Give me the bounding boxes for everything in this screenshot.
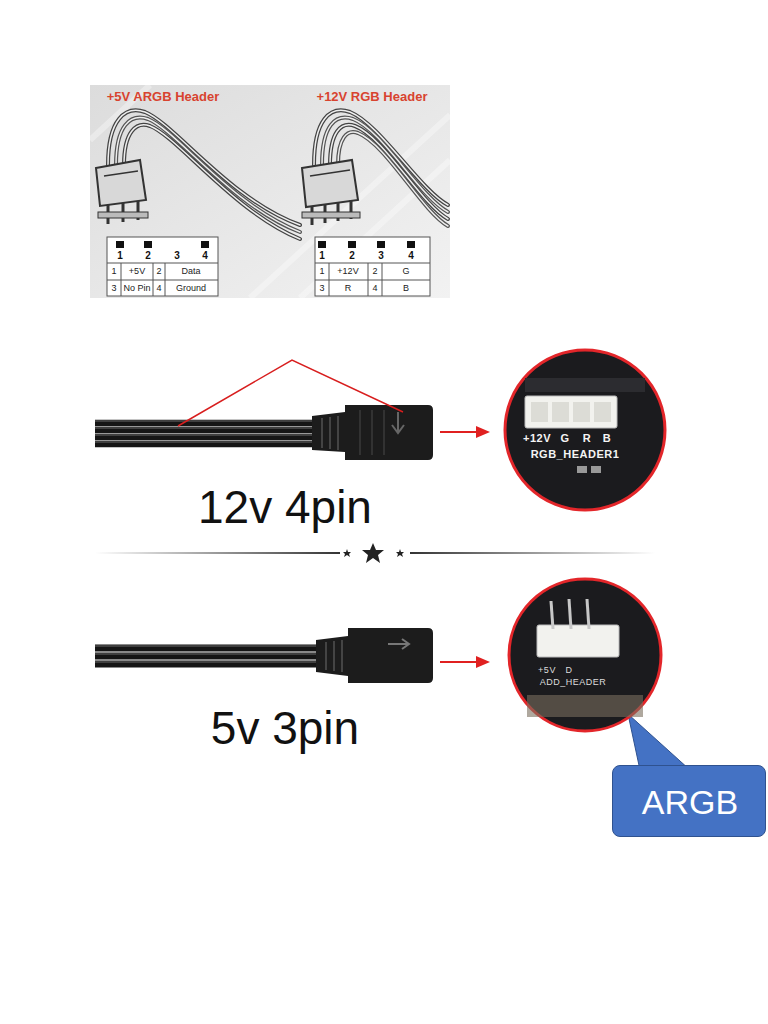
table-cell: Ground [176,284,206,294]
rgb-cable [95,360,433,460]
table-cell: 3 [111,284,116,294]
silkscreen-text: R [583,432,591,444]
silkscreen-text: RGB_HEADER1 [531,448,620,460]
red-arrow [440,426,490,438]
table-cell: 4 [156,284,161,294]
table-cell: 3 [319,284,324,294]
argb-plug [96,160,148,224]
rgb-plug [302,160,360,225]
table-cell: 2 [372,267,377,277]
table-cell: B [403,284,409,294]
red-arrow [440,656,490,668]
argb-header-closeup: +5V D ADD_HEADER [507,577,663,733]
silkscreen-text: D [566,666,573,676]
rgb-header-closeup: +12V G RB RGB_HEADER1 [503,348,667,512]
pin-squares [318,241,415,248]
table-cell: G [402,267,409,277]
pin-squares [116,241,209,248]
panel-stripes [90,85,450,298]
table-cell: No Pin [123,284,150,294]
table-cell: 2 [156,267,161,277]
silkscreen-text: +5V [538,666,556,676]
callout-text: ARGB [642,784,738,821]
silkscreen-text: G [560,432,569,444]
pin-number: 4 [408,250,414,261]
table-cell: 4 [372,284,377,294]
board-closeup [503,348,667,512]
pin-number: 4 [202,250,208,261]
pin-number: 1 [117,250,123,261]
table-cell: +5V [129,267,145,277]
pin-number: 3 [378,250,384,261]
cable-caption: 5v 3pin [211,703,359,754]
silkscreen-text: +12V [523,432,551,444]
pin-number: 1 [319,250,325,261]
cable-caption: 12v 4pin [198,482,372,533]
table-cell: 1 [111,267,116,277]
divider [95,543,655,563]
pin-table [315,237,430,296]
table-cell: Data [181,267,200,277]
callout-tail [628,714,690,770]
callout-box: ARGB [612,765,766,837]
pin-number: 2 [349,250,355,261]
panel-ground [90,85,450,298]
table-cell: +12V [337,267,358,277]
pin-number: 2 [145,250,151,261]
header-title: +5V ARGB Header [107,90,220,104]
silkscreen-text: B [603,432,611,444]
table-cell: R [345,284,352,294]
board-closeup [507,577,663,733]
pin-table [107,237,218,296]
table-cell: 1 [319,267,324,277]
silkscreen-text: ADD_HEADER [540,678,607,688]
header-title: +12V RGB Header [317,90,428,104]
pin-number: 3 [174,250,180,261]
argb-cable [95,628,433,683]
